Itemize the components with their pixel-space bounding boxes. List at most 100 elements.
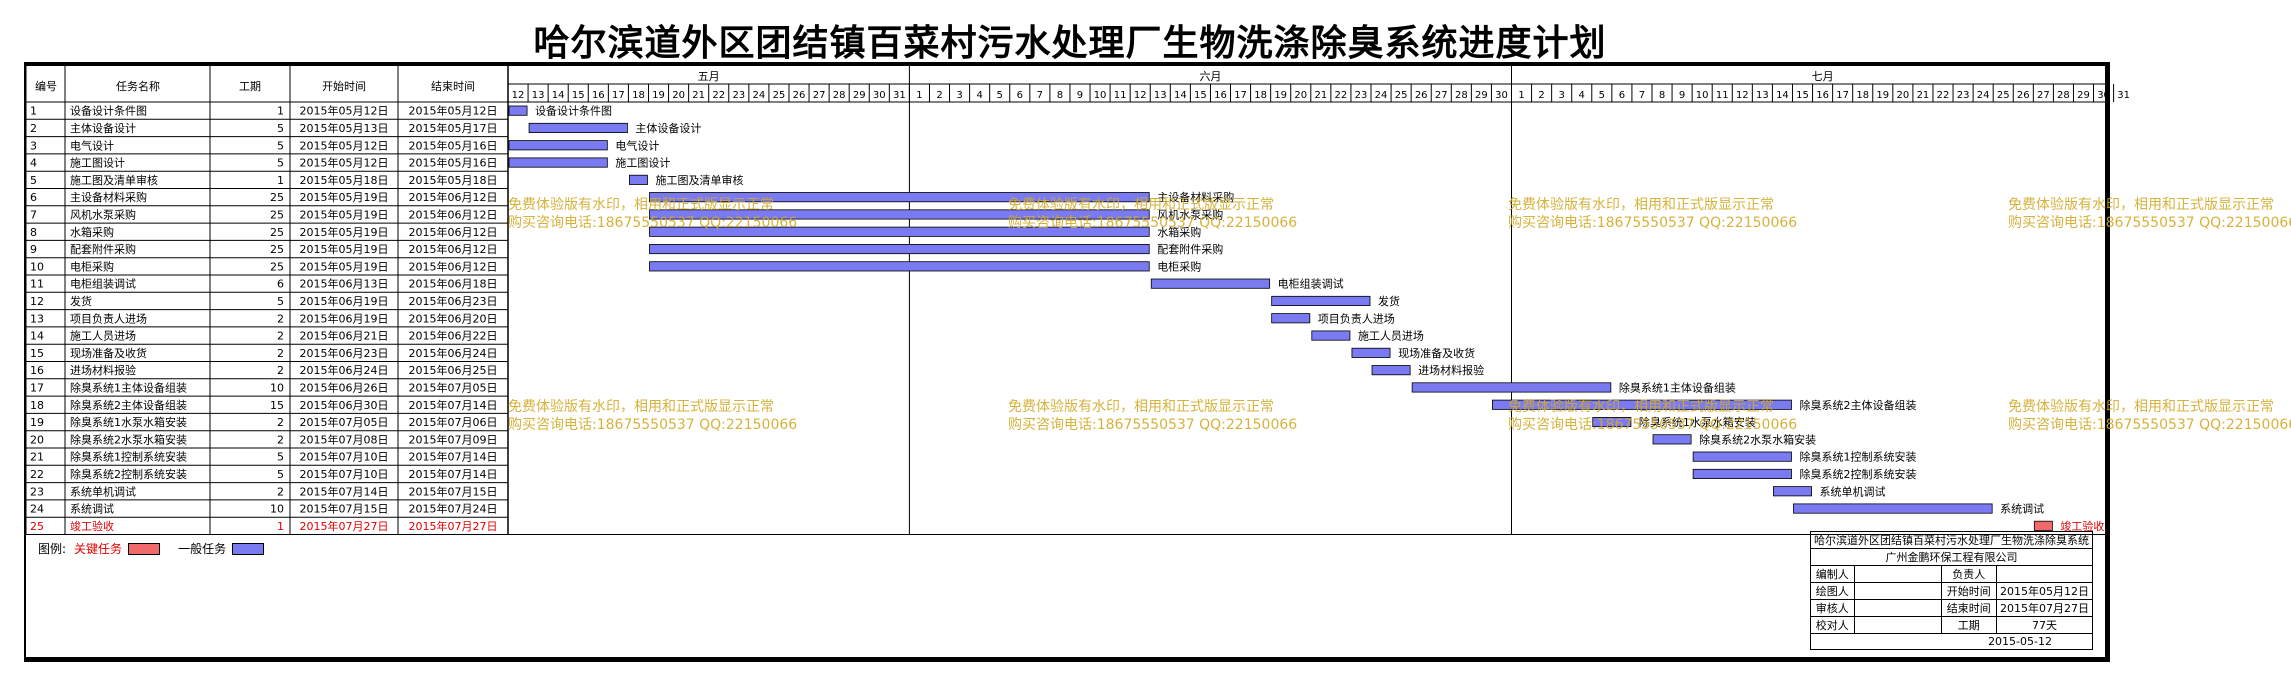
task-end: 2015年05月16日 [409, 156, 498, 170]
task-end: 2015年07月14日 [409, 398, 498, 412]
task-id: 4 [30, 157, 37, 170]
legend-normal-label: 一般任务 [178, 542, 227, 556]
watermark-line1: 免费体验版有水印，相用和正式版显示正常 [2008, 197, 2274, 213]
task-bar-label: 系统调试 [2000, 503, 2044, 516]
info-start-label: 开始时间 [1940, 582, 1998, 600]
task-id: 19 [30, 416, 44, 429]
day-label: 1 [916, 90, 922, 101]
day-label: 13 [1154, 90, 1167, 101]
day-label: 8 [1659, 90, 1665, 101]
day-label: 25 [1997, 90, 2010, 101]
task-end: 2015年07月05日 [409, 380, 498, 394]
day-label: 31 [893, 90, 906, 101]
watermark-line1: 免费体验版有水印，相用和正式版显示正常 [508, 197, 774, 213]
day-label: 14 [552, 90, 565, 101]
day-label: 6 [1619, 90, 1625, 101]
day-label: 20 [672, 90, 685, 101]
task-name: 电气设计 [70, 138, 114, 152]
legend-label: 图例: [38, 542, 67, 556]
task-start: 2015年05月19日 [300, 259, 389, 273]
day-label: 15 [572, 90, 585, 101]
task-end: 2015年06月12日 [409, 190, 498, 204]
task-end: 2015年07月14日 [409, 467, 498, 481]
task-id: 10 [30, 260, 44, 273]
task-duration: 5 [277, 468, 284, 481]
task-start: 2015年07月10日 [300, 450, 389, 464]
task-name: 风机水泵采购 [70, 207, 136, 221]
task-duration: 6 [277, 278, 284, 291]
task-bar [1692, 451, 1792, 462]
day-label: 6 [1017, 90, 1023, 101]
info-company: 广州金鹏环保工程有限公司 [1810, 548, 2093, 566]
info-project: 哈尔滨道外区团结镇百菜村污水处理厂生物洗涤除臭系统 [1810, 531, 2093, 549]
task-duration: 25 [270, 191, 284, 204]
day-label: 13 [532, 90, 545, 101]
task-bar-label: 风机水泵采购 [1157, 207, 1223, 221]
month-label: 五月 [698, 70, 720, 83]
task-start: 2015年07月14日 [300, 484, 389, 498]
legend: 图例: 关键任务 一般任务 [38, 540, 282, 557]
task-id: 6 [30, 191, 37, 204]
day-label: 20 [1896, 90, 1909, 101]
day-label: 30 [1495, 90, 1508, 101]
day-label: 3 [956, 90, 962, 101]
task-name: 除臭系统1控制系统安装 [70, 450, 187, 464]
task-bar-label: 进场材料报验 [1418, 363, 1484, 377]
month-label: 七月 [1812, 70, 1834, 83]
task-start: 2015年06月23日 [300, 346, 389, 360]
day-label: 30 [873, 90, 886, 101]
task-bar-label: 除臭系统2控制系统安装 [1799, 467, 1916, 481]
task-id: 25 [30, 520, 44, 533]
task-start: 2015年05月19日 [300, 207, 389, 221]
task-bar-label: 除臭系统1控制系统安装 [1799, 450, 1916, 464]
day-label: 11 [1114, 90, 1127, 101]
day-label: 30 [2097, 90, 2110, 101]
task-id: 24 [30, 503, 44, 516]
watermark-line1: 免费体验版有水印，相用和正式版显示正常 [1508, 197, 1774, 213]
task-name: 项目负责人进场 [70, 311, 147, 325]
day-label: 13 [1756, 90, 1769, 101]
task-bar [1351, 347, 1391, 358]
task-bar-label: 除臭系统1水泵水箱安装 [1639, 415, 1756, 429]
day-label: 16 [1816, 90, 1829, 101]
task-duration: 2 [277, 416, 284, 429]
watermark: 免费体验版有水印，相用和正式版显示正常购买咨询电话:18675550537 QQ… [508, 196, 797, 232]
day-label: 26 [1415, 90, 1428, 101]
task-bar-label: 主设备材料采购 [1157, 190, 1234, 204]
watermark-line2: 购买咨询电话:18675550537 QQ:22150066 [1508, 215, 1798, 231]
day-label: 23 [732, 90, 745, 101]
task-bar-label: 发货 [1378, 294, 1400, 308]
info-date: 2015-05-12 [1810, 633, 2093, 650]
task-id: 2 [30, 122, 37, 135]
task-end: 2015年05月18日 [409, 173, 498, 187]
task-start: 2015年07月05日 [300, 415, 389, 429]
info-duration-label: 工期 [1940, 616, 1998, 634]
task-duration: 5 [277, 122, 284, 135]
task-name: 系统调试 [70, 503, 114, 516]
task-end: 2015年07月15日 [409, 484, 498, 498]
task-duration: 2 [277, 433, 284, 446]
watermark-line1: 免费体验版有水印，相用和正式版显示正常 [1508, 399, 1774, 415]
watermark: 免费体验版有水印，相用和正式版显示正常购买咨询电话:18675550537 QQ… [1008, 196, 1297, 232]
task-end: 2015年06月12日 [409, 259, 498, 273]
task-end: 2015年06月12日 [409, 225, 498, 239]
watermark-line1: 免费体验版有水印，相用和正式版显示正常 [1008, 197, 1274, 213]
task-end: 2015年06月12日 [409, 242, 498, 256]
task-end: 2015年05月12日 [409, 104, 498, 118]
task-name: 进场材料报验 [70, 363, 136, 377]
header-start: 开始时间 [322, 79, 366, 93]
task-name: 系统单机调试 [70, 484, 136, 498]
info-duration-value: 77天 [1996, 616, 2093, 634]
task-bar [1311, 330, 1351, 341]
day-label: 28 [833, 90, 846, 101]
task-bar [629, 174, 648, 185]
task-end: 2015年06月24日 [409, 346, 498, 360]
task-start: 2015年07月08日 [300, 432, 389, 446]
day-label: 29 [853, 90, 866, 101]
task-bar-label: 设备设计条件图 [535, 104, 612, 118]
day-label: 18 [1856, 90, 1869, 101]
legend-normal-swatch [232, 542, 265, 555]
day-label: 22 [712, 90, 725, 101]
task-bar [1271, 295, 1371, 306]
day-label: 9 [1077, 90, 1083, 101]
